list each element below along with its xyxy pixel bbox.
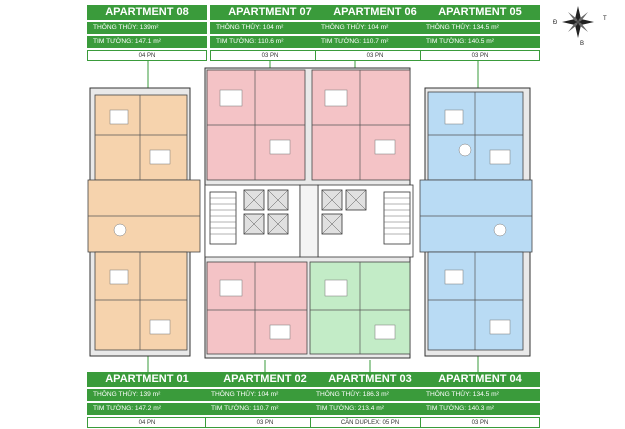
tim-tuong: TIM TƯỜNG: 110.7 m² [315, 36, 435, 48]
bedroom-count: 03 PN [420, 50, 540, 61]
thong-thuy: THÔNG THỦY: 134.5 m² [420, 389, 540, 401]
apartment-title: APARTMENT 05 [420, 5, 540, 20]
tim-tuong: TIM TƯỜNG: 140.5 m² [420, 36, 540, 48]
apartment-title: APARTMENT 07 [210, 5, 330, 20]
apartment-title: APARTMENT 01 [87, 372, 207, 387]
tim-tuong: TIM TƯỜNG: 147.2 m² [87, 403, 207, 415]
tim-tuong: TIM TƯỜNG: 140.3 m² [420, 403, 540, 415]
compass-north-label: B [580, 41, 584, 47]
apartment-title: APARTMENT 02 [205, 372, 325, 387]
thong-thuy: THÔNG THỦY: 104 m² [315, 22, 435, 34]
apartment-title: APARTMENT 04 [420, 372, 540, 387]
apartment-title: APARTMENT 03 [310, 372, 430, 387]
apartment-05-card[interactable]: APARTMENT 05 THÔNG THỦY: 134.5 m² TIM TƯ… [420, 5, 540, 61]
apartment-title: APARTMENT 08 [87, 5, 207, 20]
thong-thuy: THÔNG THỦY: 104 m² [210, 22, 330, 34]
tim-tuong: TIM TƯỜNG: 147.1 m² [87, 36, 207, 48]
compass-icon [562, 6, 594, 38]
thong-thuy: THÔNG THỦY: 134.5 m² [420, 22, 540, 34]
bedroom-count: 03 PN [205, 417, 325, 428]
apartment-08-area [94, 94, 188, 181]
apartment-02-card[interactable]: APARTMENT 02 THÔNG THỦY: 104 m² TIM TƯỜN… [205, 372, 325, 428]
bedroom-count: 03 PN [315, 50, 435, 61]
thong-thuy: THÔNG THỦY: 139m² [87, 22, 207, 34]
apartment-07-card[interactable]: APARTMENT 07 THÔNG THỦY: 104 m² TIM TƯỜN… [210, 5, 330, 61]
apartment-02-area [206, 261, 308, 355]
compass-west-label: T [603, 16, 607, 22]
tim-tuong: TIM TƯỜNG: 110.7 m² [205, 403, 325, 415]
tim-tuong: TIM TƯỜNG: 110.6 m² [210, 36, 330, 48]
bedroom-count: 04 PN [87, 417, 207, 428]
apartment-title: APARTMENT 06 [315, 5, 435, 20]
apartment-01-area [94, 251, 188, 351]
apartment-06-card[interactable]: APARTMENT 06 THÔNG THỦY: 104 m² TIM TƯỜN… [315, 5, 435, 61]
bedroom-count: 04 PN [87, 50, 207, 61]
apartment-05-area [427, 91, 524, 181]
thong-thuy: THÔNG THỦY: 104 m² [205, 389, 325, 401]
tim-tuong: TIM TƯỜNG: 213.4 m² [310, 403, 430, 415]
apartment-04-area [427, 251, 524, 351]
thong-thuy: THÔNG THỦY: 186.3 m² [310, 389, 430, 401]
bedroom-count: 03 PN [420, 417, 540, 428]
apartment-08-card[interactable]: APARTMENT 08 THÔNG THỦY: 139m² TIM TƯỜNG… [87, 5, 207, 61]
compass-east-label: Đ [553, 20, 558, 26]
floor-plan: B Đ T [87, 6, 607, 372]
bedroom-count: 03 PN [210, 50, 330, 61]
thong-thuy: THÔNG THỦY: 139 m² [87, 389, 207, 401]
bedroom-count: CĂN DUPLEX: 05 PN [310, 417, 430, 428]
